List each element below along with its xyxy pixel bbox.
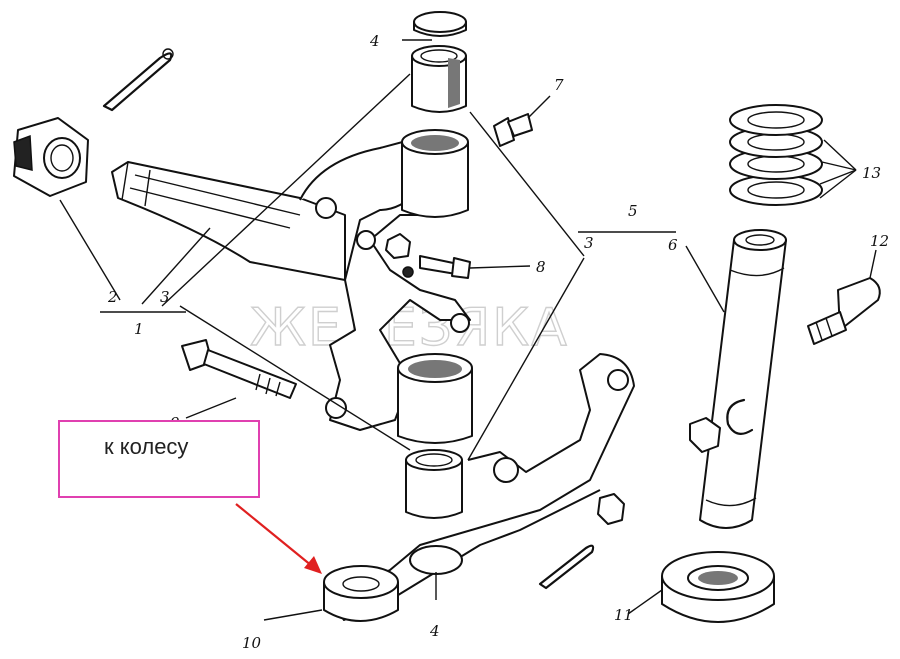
label-4-bottom: 4 bbox=[429, 622, 440, 640]
bottom-cap bbox=[409, 545, 463, 575]
label-4-top: 4 bbox=[369, 32, 380, 50]
callout-arrow bbox=[235, 503, 322, 574]
label-5: 5 bbox=[628, 202, 638, 220]
cotter-pin-top bbox=[102, 48, 174, 112]
label-1: 1 bbox=[134, 320, 144, 338]
label-7: 7 bbox=[554, 76, 564, 94]
watermark-text: ЖЕЛЕЗЯКА bbox=[250, 298, 569, 358]
arm-nut bbox=[597, 493, 625, 525]
callout-box: к колесу bbox=[58, 420, 260, 498]
castle-nut bbox=[13, 117, 89, 197]
kingpin bbox=[689, 229, 787, 529]
thrust-bearing bbox=[661, 551, 775, 623]
knuckle-spindle bbox=[111, 161, 346, 281]
leader-lines bbox=[59, 39, 877, 621]
wedge-pin bbox=[807, 277, 881, 345]
label-2: 2 bbox=[107, 288, 118, 306]
upper-bushing bbox=[411, 45, 467, 113]
label-11: 11 bbox=[614, 606, 633, 624]
callout-label: к колесу bbox=[104, 434, 189, 459]
label-3-left: 3 bbox=[160, 288, 170, 306]
upper-kingpin-boss bbox=[401, 129, 469, 218]
long-bolt bbox=[181, 339, 297, 399]
label-13: 13 bbox=[862, 164, 881, 182]
shim-stack bbox=[729, 104, 823, 206]
label-8: 8 bbox=[536, 258, 546, 276]
steering-arm-ring bbox=[323, 565, 399, 622]
label-3-right: 3 bbox=[584, 234, 594, 252]
lower-kingpin-boss bbox=[397, 353, 473, 444]
cotter-pin-bottom bbox=[538, 544, 595, 590]
label-12: 12 bbox=[870, 232, 889, 250]
bolt-small bbox=[419, 255, 471, 279]
label-6: 6 bbox=[668, 236, 678, 254]
label-10: 10 bbox=[242, 634, 262, 652]
top-cap bbox=[413, 11, 467, 37]
lower-bushing bbox=[405, 449, 463, 519]
grease-fitting bbox=[493, 113, 533, 147]
